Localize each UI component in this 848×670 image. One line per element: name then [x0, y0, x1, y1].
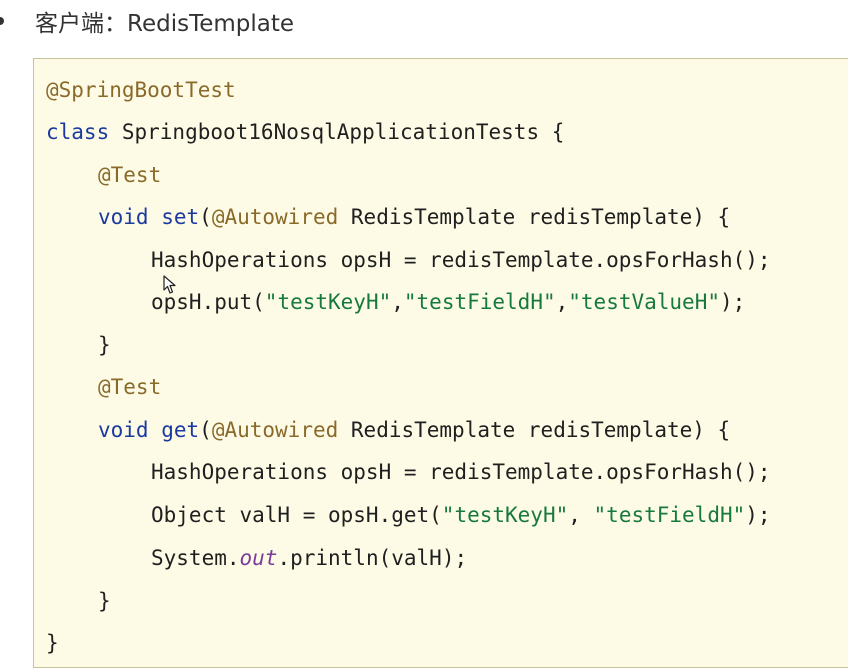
- code-token: HashOperations opsH = redisTemplate.opsF…: [151, 460, 771, 484]
- code-line: }: [46, 628, 59, 658]
- code-line: void get(@Autowired RedisTemplate redisT…: [98, 415, 730, 445]
- code-token: System.: [151, 546, 240, 570]
- code-token: Springboot16NosqlApplicationTests {: [109, 120, 565, 144]
- code-token: RedisTemplate redisTemplate) {: [338, 205, 731, 229]
- code-token: Object valH = opsH.get(: [151, 503, 442, 527]
- code-token: "testKeyH": [441, 503, 569, 527]
- code-token: [149, 205, 162, 229]
- code-token: ,: [568, 503, 594, 527]
- code-token: @SpringBootTest: [46, 78, 236, 102]
- code-token: RedisTemplate redisTemplate) {: [338, 418, 731, 442]
- code-token: @Autowired: [211, 418, 339, 442]
- code-token: "testFieldH": [403, 290, 556, 314]
- code-token: HashOperations opsH = redisTemplate.opsF…: [151, 248, 771, 272]
- code-token: }: [46, 631, 59, 655]
- code-token: (: [199, 418, 212, 442]
- code-token: "testValueH": [568, 290, 720, 314]
- code-line: opsH.put("testKeyH","testFieldH","testVa…: [151, 287, 745, 317]
- code-line: class Springboot16NosqlApplicationTests …: [46, 117, 564, 147]
- code-token: [149, 418, 162, 442]
- section-title: 客户端：RedisTemplate: [35, 11, 295, 37]
- code-token: void: [98, 418, 149, 442]
- code-token: ,: [391, 290, 404, 314]
- code-token: );: [745, 503, 771, 527]
- bullet-icon: [0, 17, 4, 25]
- code-line: System.out.println(valH);: [151, 543, 467, 573]
- heading-row: 客户端：RedisTemplate: [0, 0, 848, 44]
- code-line: @SpringBootTest: [46, 75, 236, 105]
- code-line: }: [98, 330, 111, 360]
- code-token: get: [161, 418, 200, 442]
- code-token: @Autowired: [211, 205, 339, 229]
- code-token: (: [199, 205, 212, 229]
- code-line: void set(@Autowired RedisTemplate redisT…: [98, 202, 730, 232]
- code-line: HashOperations opsH = redisTemplate.opsF…: [151, 245, 771, 275]
- code-line: @Test: [98, 372, 161, 402]
- code-token: );: [719, 290, 746, 314]
- code-token: "testKeyH": [264, 290, 392, 314]
- code-token: out: [239, 546, 278, 570]
- code-token: @Test: [98, 375, 162, 399]
- code-token: void: [98, 205, 149, 229]
- code-line: @Test: [98, 160, 161, 190]
- code-token: }: [98, 589, 111, 613]
- code-token: "testFieldH": [593, 503, 746, 527]
- code-token: @Test: [98, 163, 162, 187]
- code-token: ,: [555, 290, 569, 314]
- code-token: class: [46, 120, 110, 144]
- mouse-cursor-icon: [163, 275, 176, 294]
- code-line: Object valH = opsH.get("testKeyH", "test…: [151, 500, 771, 530]
- code-line: }: [98, 586, 111, 616]
- code-token: opsH.put(: [151, 290, 265, 314]
- code-block: @SpringBootTest class Springboot16NosqlA…: [33, 58, 848, 668]
- code-token: }: [98, 333, 111, 357]
- code-line: HashOperations opsH = redisTemplate.opsF…: [151, 457, 771, 487]
- code-token: .println(valH);: [277, 546, 468, 570]
- code-token: set: [161, 205, 200, 229]
